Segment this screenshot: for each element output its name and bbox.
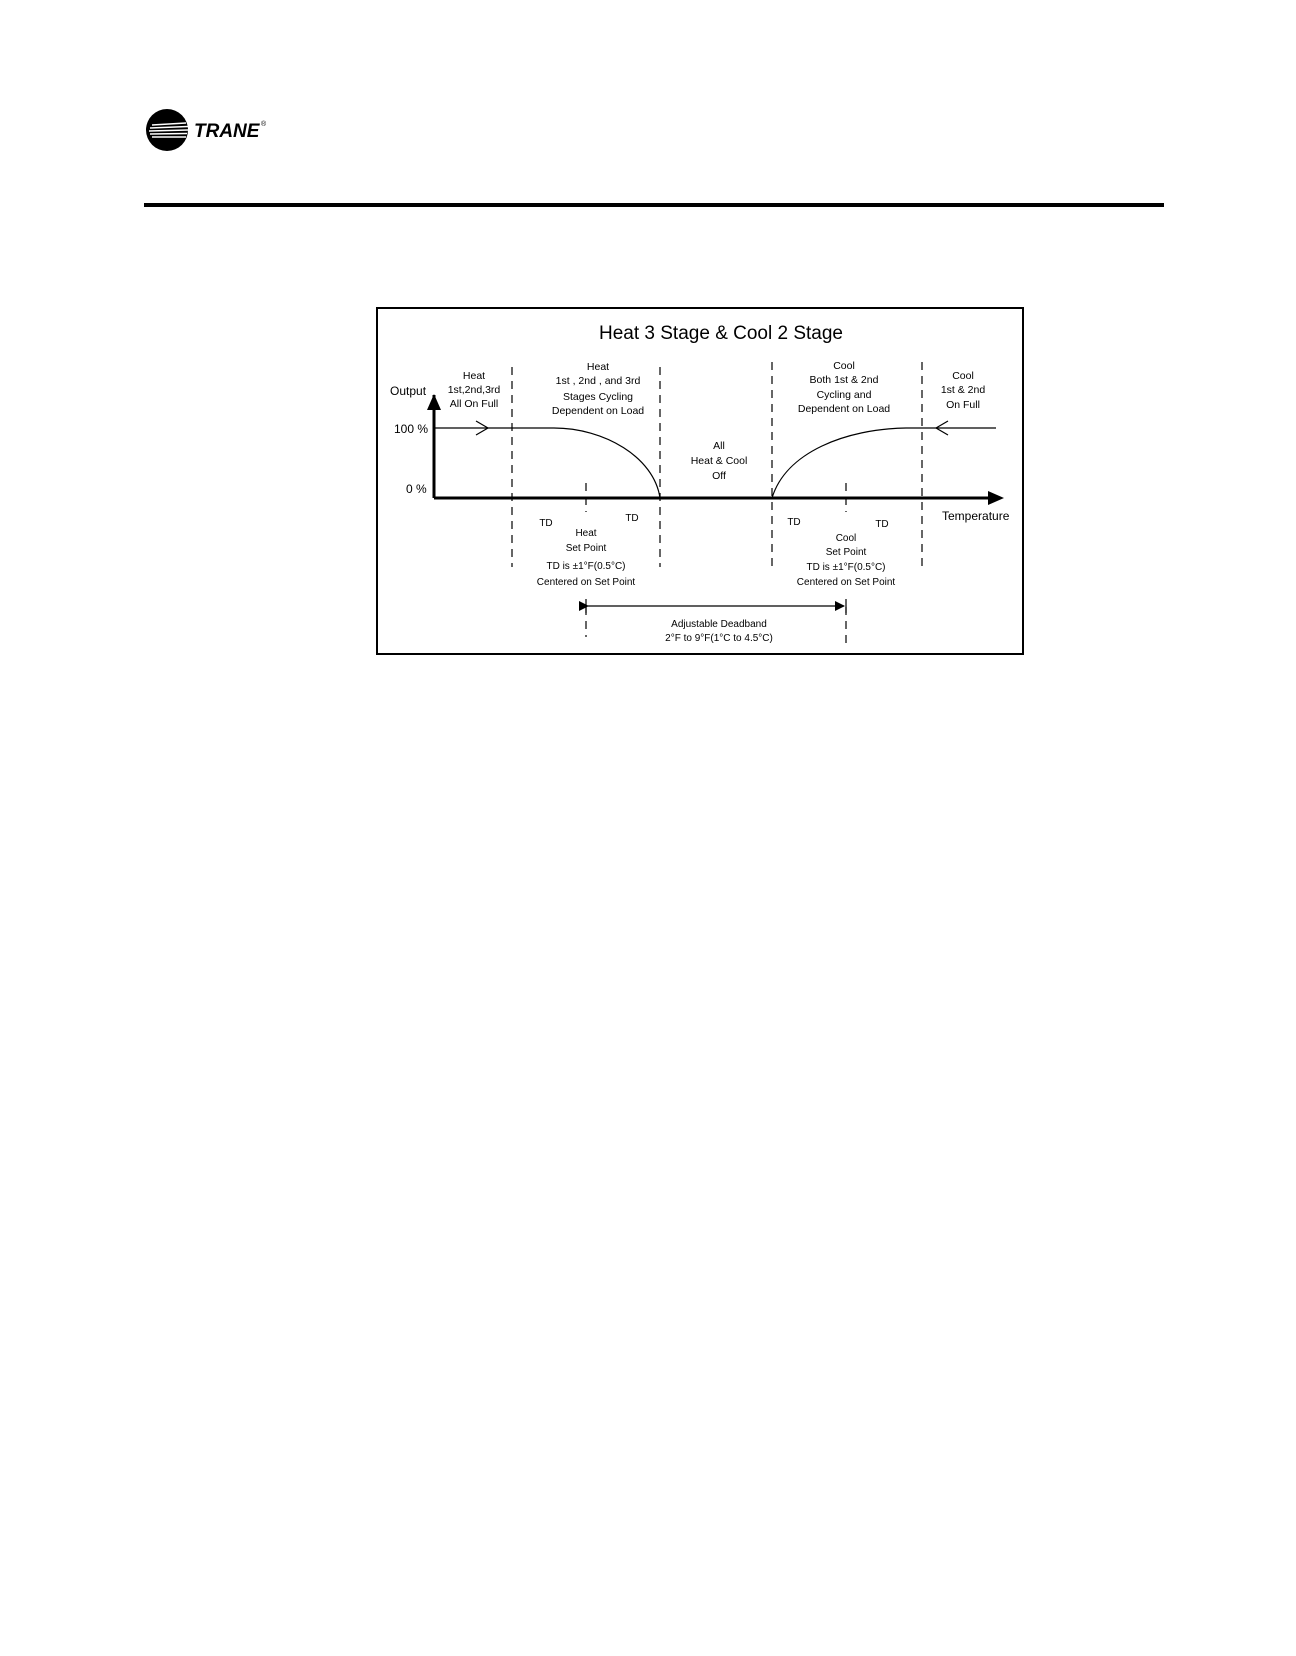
zone-off-l1: All — [713, 440, 725, 452]
zone-heat-cycling-l2: 1st , 2nd , and 3rd — [556, 375, 641, 387]
zone-cool-full-l1: Cool — [952, 370, 974, 382]
zone-off-l3: Off — [712, 470, 726, 482]
diagram-frame — [376, 307, 1024, 655]
heat-output-curve — [434, 427, 661, 499]
header-rule — [144, 203, 1164, 207]
x-axis-arrow-icon — [988, 491, 1004, 505]
heat-setpoint-l2: Set Point — [566, 543, 607, 554]
heat-setpoint-l4: Centered on Set Point — [537, 577, 636, 588]
heat-direction-arrow-icon — [475, 420, 490, 436]
cool-setpoint-l3: TD is ±1°F(0.5°C) — [806, 562, 885, 573]
zone-cool-cycling-l4: Dependent on Load — [798, 403, 890, 415]
zone-cool-cycling-l2: Both 1st & 2nd — [810, 374, 879, 386]
y-axis-label: Output — [390, 384, 427, 398]
cool-setpoint-l1: Cool — [836, 533, 857, 544]
td-label-cool-left: TD — [787, 517, 800, 528]
diagram-title: Heat 3 Stage & Cool 2 Stage — [599, 323, 843, 344]
zone-heat-full-l2: 1st,2nd,3rd — [448, 384, 501, 396]
deadband-l2: 2°F to 9°F(1°C to 4.5°C) — [665, 633, 773, 644]
td-label-heat-left: TD — [539, 518, 552, 529]
trane-logo: TRANE ® — [146, 109, 267, 151]
y-tick-0: 0 % — [406, 482, 427, 496]
zone-cool-cycling-l3: Cycling and — [817, 389, 872, 401]
heat-setpoint-l1: Heat — [575, 528, 596, 539]
zone-heat-cycling-l1: Heat — [587, 361, 609, 373]
x-axis-label: Temperature — [942, 509, 1010, 523]
zone-off-l2: Heat & Cool — [691, 455, 748, 467]
cool-output-curve — [771, 427, 996, 499]
zone-heat-full-l3: All On Full — [450, 398, 498, 410]
zone-heat-cycling-l4: Dependent on Load — [552, 405, 644, 417]
brand-name: TRANE — [194, 121, 261, 142]
zone-cool-full-l3: On Full — [946, 399, 980, 411]
heat-setpoint-l3: TD is ±1°F(0.5°C) — [546, 561, 625, 572]
staging-diagram: Heat 3 Stage & Cool 2 Stage Output 100 %… — [376, 307, 1024, 655]
td-label-cool-right: TD — [875, 519, 888, 530]
cool-setpoint-l4: Centered on Set Point — [797, 577, 896, 588]
cool-setpoint-l2: Set Point — [826, 547, 867, 558]
td-label-heat-right: TD — [625, 513, 638, 524]
deadband-l1: Adjustable Deadband — [671, 619, 767, 630]
y-axis-arrow-icon — [427, 394, 441, 410]
zone-cool-full-l2: 1st & 2nd — [941, 384, 986, 396]
brand-mark: ® — [261, 120, 267, 128]
zone-heat-full-l1: Heat — [463, 370, 485, 382]
zone-cool-cycling-l1: Cool — [833, 360, 855, 372]
y-tick-100: 100 % — [394, 422, 428, 436]
cool-direction-arrow-icon — [934, 420, 949, 436]
zone-heat-cycling-l3: Stages Cycling — [563, 391, 633, 403]
